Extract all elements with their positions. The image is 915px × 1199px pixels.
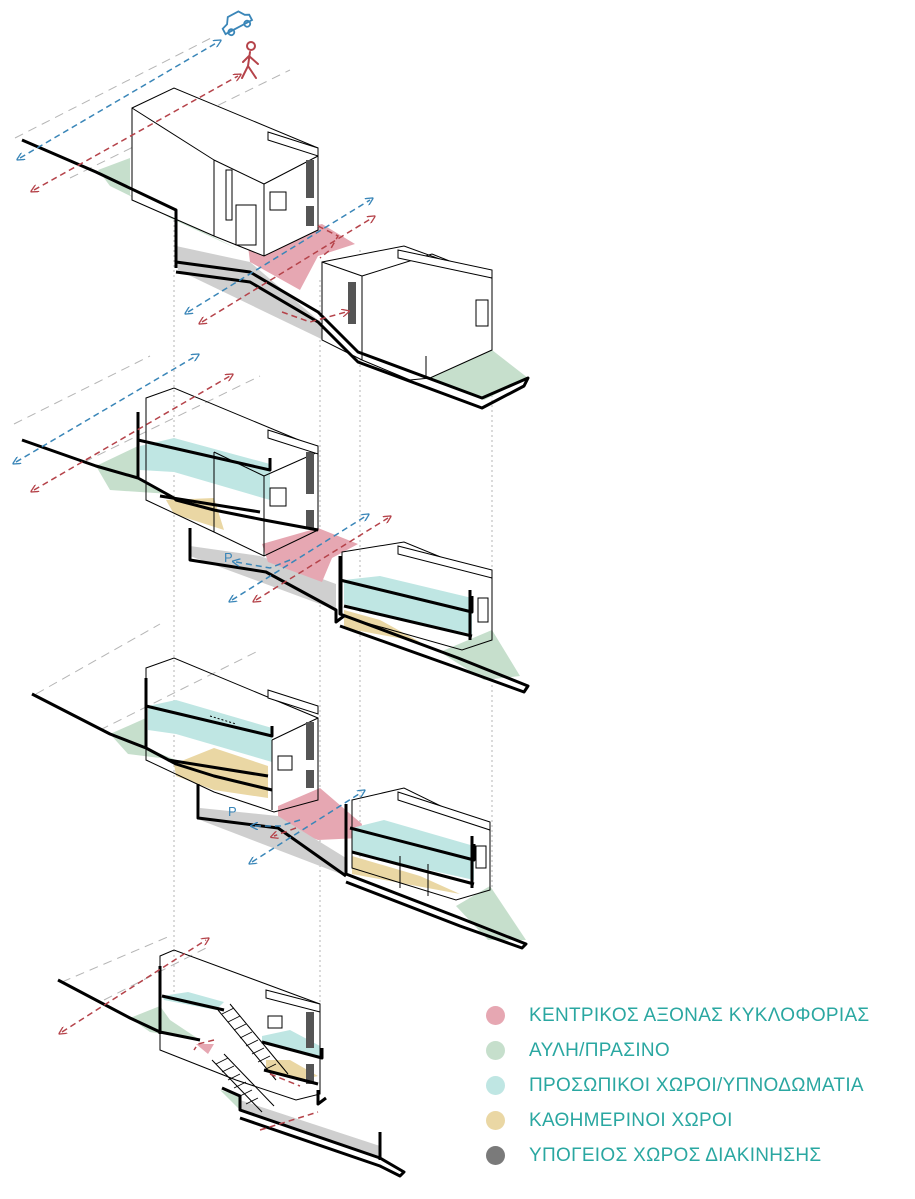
legend-swatch-courtyard — [486, 1041, 505, 1060]
level-ground-floor: P — [14, 356, 530, 694]
legend-swatch-living — [486, 1111, 505, 1130]
living-area — [352, 856, 460, 894]
living-area — [344, 610, 420, 642]
courtyard-area — [420, 350, 528, 400]
legend-label: ΑΥΛΗ/ΠΡΑΣΙΝΟ — [529, 1039, 670, 1061]
basement-area — [240, 1100, 380, 1158]
building-a — [131, 87, 319, 257]
parking-label: P — [228, 804, 237, 819]
pedestrian-icon — [241, 41, 259, 79]
courtyard-area — [440, 630, 520, 680]
terrain-section — [21, 138, 530, 410]
legend-item-courtyard: ΑΥΛΗ/ΠΡΑΣΙΝΟ — [486, 1033, 906, 1068]
legend-item-circulation: ΚΕΝΤΡΙΚΟΣ ΑΞΟΝΑΣ ΚΥΚΛΟΦΟΡΙΑΣ — [486, 998, 906, 1033]
legend-swatch-basement — [486, 1146, 505, 1165]
legend-swatch-bedrooms — [486, 1076, 505, 1095]
circulation-area — [196, 1044, 214, 1054]
living-area — [266, 1060, 318, 1080]
legend-label: ΠΡΟΣΩΠΙΚΟΙ ΧΩΡΟΙ/ΥΠΝΟΔΩΜΑΤΙΑ — [529, 1074, 864, 1096]
legend-label: ΥΠΟΓΕΙΟΣ ΧΩΡΟΣ ΔΙΑΚΙΝΗΣΗΣ — [529, 1144, 822, 1166]
bedroom-area — [262, 1030, 320, 1056]
building-a-section-lower — [145, 657, 319, 813]
parking-label: P — [224, 550, 233, 565]
legend-item-basement: ΥΠΟΓΕΙΟΣ ΧΩΡΟΣ ΔΙΑΚΙΝΗΣΗΣ — [486, 1138, 906, 1173]
living-area — [174, 748, 268, 798]
legend-swatch-circulation — [486, 1006, 505, 1025]
level-section-stairs — [57, 935, 406, 1178]
legend: ΚΕΝΤΡΙΚΟΣ ΑΞΟΝΑΣ ΚΥΚΛΟΦΟΡΙΑΣ ΑΥΛΗ/ΠΡΑΣΙΝ… — [486, 998, 906, 1173]
legend-item-bedrooms: ΠΡΟΣΩΠΙΚΟΙ ΧΩΡΟΙ/ΥΠΝΟΔΩΜΑΤΙΑ — [486, 1068, 906, 1103]
courtyard-area — [456, 886, 526, 940]
building-b — [321, 245, 493, 381]
legend-item-living: ΚΑΘΗΜΕΡΙΝΟΙ ΧΩΡΟΙ — [486, 1103, 906, 1138]
car-icon — [221, 10, 254, 37]
living-area — [166, 498, 224, 530]
bedroom-area — [148, 700, 272, 762]
level-lower-floor: P — [31, 623, 528, 950]
staircase — [211, 1003, 289, 1113]
building-b-section-lower — [351, 787, 491, 901]
legend-label: ΚΕΝΤΡΙΚΟΣ ΑΞΟΝΑΣ ΚΥΚΛΟΦΟΡΙΑΣ — [529, 1004, 870, 1026]
legend-label: ΚΑΘΗΜΕΡΙΝΟΙ ΧΩΡΟΙ — [529, 1109, 733, 1131]
level-roof-exterior — [14, 10, 530, 410]
courtyard-area — [110, 718, 176, 760]
